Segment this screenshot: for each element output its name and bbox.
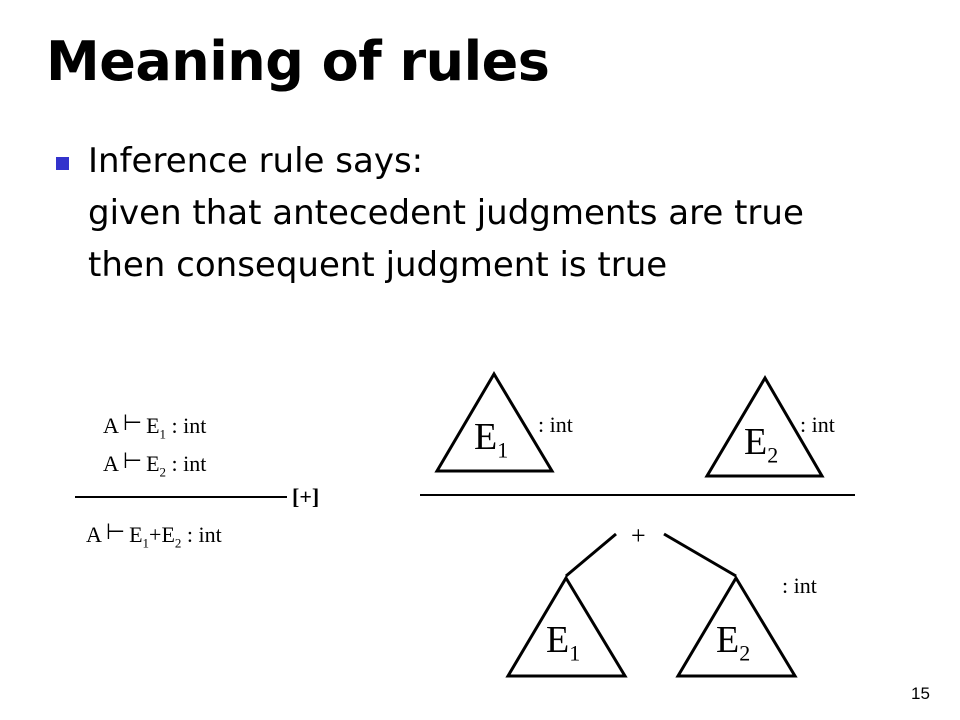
- rule-name: [+]: [292, 484, 320, 509]
- turnstile-icon: ⊢: [105, 519, 126, 544]
- bottom-type: : int: [782, 573, 817, 598]
- turnstile-icon: ⊢: [122, 410, 143, 435]
- triangle-top-right: [704, 375, 825, 478]
- triangle-top-left: [434, 371, 555, 473]
- turnstile-icon: ⊢: [122, 448, 143, 473]
- triangle-bottom-right: [675, 575, 798, 678]
- top-right-label: E2: [744, 421, 779, 468]
- bullet-line-3: then consequent judgment is true: [88, 245, 668, 285]
- branch-right: [663, 532, 737, 578]
- antecedent-2: A⊢E2 : int: [103, 448, 207, 480]
- bullet-text: Inference rule says: given that antecede…: [88, 135, 804, 291]
- bottom-left-label: E1: [546, 619, 581, 666]
- antecedent-1: A⊢E1 : int: [103, 410, 207, 442]
- bullet-line-2: given that antecedent judgments are true: [88, 193, 804, 233]
- consequent: A⊢E1+E2 : int: [86, 519, 222, 551]
- branch-left: [565, 532, 617, 578]
- page-number: 15: [911, 684, 930, 703]
- top-left-type: : int: [538, 412, 573, 437]
- bullet-line-1: Inference rule says:: [88, 141, 424, 181]
- triangle-bottom-left: [505, 575, 628, 678]
- plus-node: +: [631, 521, 646, 550]
- top-right-type: : int: [800, 412, 835, 437]
- bottom-right-label: E2: [716, 619, 751, 666]
- bullet-marker: [56, 157, 69, 170]
- top-left-label: E1: [474, 416, 509, 463]
- slide-title: Meaning of rules: [46, 30, 550, 93]
